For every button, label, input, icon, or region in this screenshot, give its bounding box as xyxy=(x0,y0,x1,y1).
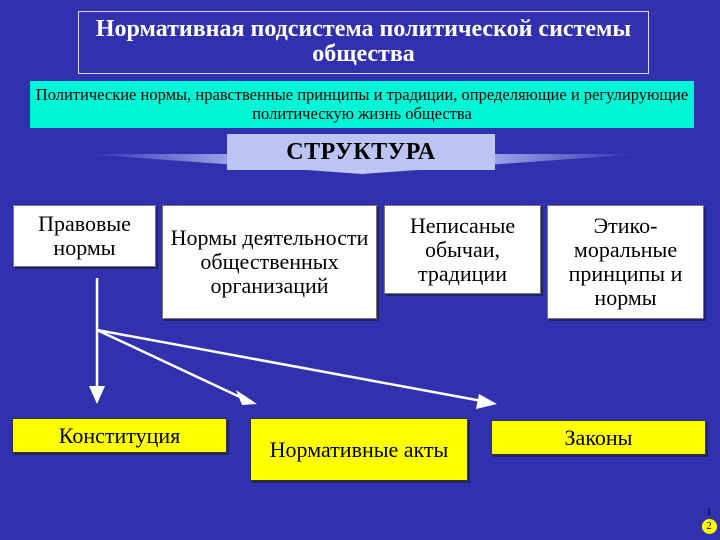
category-label: Правовые нормы xyxy=(38,211,131,260)
category-legal-norms: Правовые нормы xyxy=(13,205,156,267)
category-label: Этико-моральные принципы и нормы xyxy=(568,213,683,310)
arrowhead-normative-acts xyxy=(236,390,257,405)
definition-box: Политические нормы, нравственные принцип… xyxy=(30,81,694,128)
arrowhead-laws xyxy=(476,394,497,409)
category-label: Неписаные обычаи, традиции xyxy=(409,212,516,286)
legal-form-constitution: Конституция xyxy=(12,418,227,453)
legal-form-laws: Законы xyxy=(491,420,706,455)
legal-form-label: Законы xyxy=(564,424,633,450)
category-customs-traditions: Неписаные обычаи, традиции xyxy=(384,205,541,294)
category-ethical-principles: Этико-моральные принципы и нормы xyxy=(547,205,704,319)
slide-title: Нормативная подсистема политической сист… xyxy=(78,11,649,74)
arrow-to-laws xyxy=(96,328,483,403)
legal-form-normative-acts: Нормативные акты xyxy=(250,418,468,481)
legal-form-label: Нормативные акты xyxy=(269,436,449,462)
arrowhead-constitution xyxy=(89,386,105,404)
page-number: 1 2 xyxy=(700,506,718,538)
category-label: Нормы деятельности общественных организа… xyxy=(170,225,369,298)
category-organization-norms: Нормы деятельности общественных организа… xyxy=(162,205,377,319)
page-number-badge: 2 xyxy=(701,519,717,534)
arrow-to-normative-acts xyxy=(96,328,241,399)
legal-form-label: Конституция xyxy=(58,422,181,448)
structure-label: СТРУКТУРА xyxy=(227,134,495,170)
page-number-digit: 1 xyxy=(706,506,712,518)
